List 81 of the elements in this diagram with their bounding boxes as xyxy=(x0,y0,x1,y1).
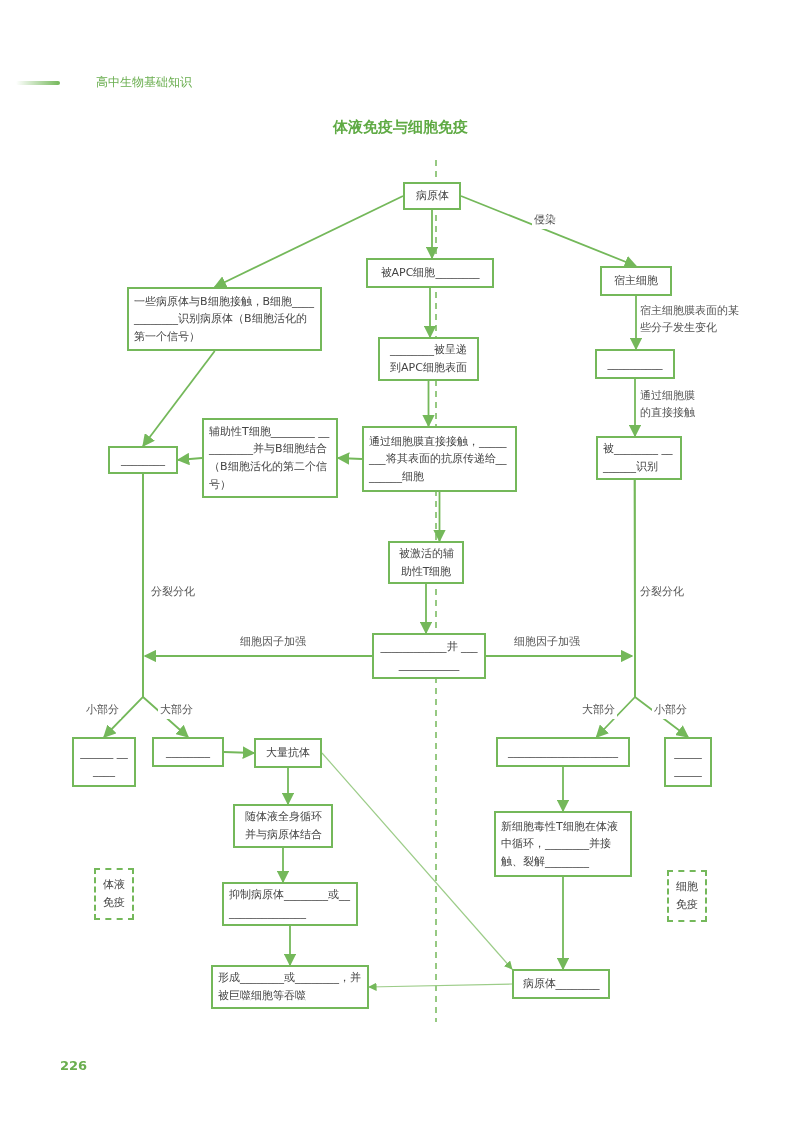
process-label: 分裂分化 xyxy=(151,584,195,599)
node-text: 被________ ________识别 xyxy=(603,441,674,475)
arrow xyxy=(460,195,638,268)
arrow xyxy=(422,380,435,428)
node-text: ______ ______ xyxy=(79,745,129,779)
process-label: 分裂分化 xyxy=(640,584,684,599)
arrow xyxy=(368,982,513,992)
node-text: 病原体________ xyxy=(522,976,600,993)
node-text: ________被呈递到APC细胞表面 xyxy=(389,342,468,376)
process-box xyxy=(233,804,333,848)
node-text: 抑制病原体________或________________ xyxy=(229,887,351,921)
diagram-title: 体液免疫与细胞免疫 xyxy=(331,118,469,137)
section-tag xyxy=(94,868,134,920)
process-box xyxy=(600,266,672,296)
arrow xyxy=(143,649,373,663)
page-number: 226 xyxy=(60,1058,88,1073)
process-box xyxy=(496,737,630,767)
arrow xyxy=(142,473,189,738)
process-box xyxy=(664,737,712,787)
process-box xyxy=(222,882,358,926)
process-box xyxy=(378,337,479,381)
node-text: ________ xyxy=(166,744,210,761)
section-tag xyxy=(667,870,707,922)
node-text: _____ _____ xyxy=(673,745,703,779)
arrow xyxy=(628,378,642,438)
node-text: 形成________或________，并被巨噬细胞等吞噬 xyxy=(218,970,362,1004)
process-box xyxy=(403,182,461,210)
header-text: 高中生物基础知识 xyxy=(96,74,192,91)
arrow xyxy=(556,876,570,971)
process-box xyxy=(494,811,632,877)
node-text: 辅助性T细胞________ __________并与B细胞结合（B细胞活化的第二个信号） xyxy=(209,423,331,493)
arrow xyxy=(419,582,433,635)
process-box xyxy=(202,418,338,498)
node-text: 病原体 xyxy=(415,188,449,205)
arrow xyxy=(283,925,297,967)
process-box xyxy=(595,349,675,379)
arrow xyxy=(142,350,216,447)
node-text: __________ xyxy=(607,356,663,373)
node-text: 一些病原体与B细胞接触，B细胞____________识别病原体（B细胞活化的第一个信号） xyxy=(134,293,315,345)
node-text: 大量抗体 xyxy=(266,745,310,762)
process-box xyxy=(72,737,136,787)
node-text: ________ xyxy=(121,452,165,469)
node-text: 通过细胞膜直接接触，________将其表面的抗原传递给________细胞 xyxy=(369,433,508,485)
arrow xyxy=(485,649,634,663)
node-text: 宿主细胞 xyxy=(614,273,658,290)
process-box xyxy=(254,738,322,768)
arrow xyxy=(423,287,437,339)
arrow xyxy=(633,479,689,738)
node-text: 细胞免疫 xyxy=(675,879,699,913)
process-box xyxy=(362,426,517,492)
arrow xyxy=(321,752,513,970)
arrow xyxy=(425,209,439,260)
node-text: 被激活的辅助性T细胞 xyxy=(397,546,455,580)
process-box xyxy=(512,969,610,999)
process-box xyxy=(596,436,682,480)
arrow xyxy=(433,491,446,543)
process-box xyxy=(366,258,494,288)
edge-label: 宿主细胞膜表面的某些分子发生变化 xyxy=(638,303,742,336)
process-box xyxy=(108,446,178,474)
arrow xyxy=(213,195,404,288)
node-text: 随体液全身循环并与病原体结合 xyxy=(243,809,323,843)
edge-label: 大部分 xyxy=(158,702,195,719)
process-box xyxy=(127,287,322,351)
arrow xyxy=(223,746,256,759)
edge-label: 小部分 xyxy=(84,702,121,719)
node-text: ____________________ xyxy=(508,744,618,761)
process-box xyxy=(211,965,369,1009)
edge-label: 侵染 xyxy=(532,212,558,229)
process-box xyxy=(152,737,224,767)
edge-label: 小部分 xyxy=(652,702,689,719)
arrow xyxy=(556,766,570,813)
node-text: ____________井 ______________ xyxy=(379,639,479,673)
node-text: 被APC细胞________ xyxy=(380,265,480,282)
node-text: 体液免疫 xyxy=(102,877,126,911)
edge-label: 大部分 xyxy=(580,702,617,719)
node-text: 新细胞毒性T细胞在体液中循环，________并接触、裂解________ xyxy=(501,818,619,870)
process-box xyxy=(372,633,486,679)
arrow xyxy=(629,295,643,351)
arrow xyxy=(276,847,290,884)
arrow xyxy=(281,767,295,806)
process-box xyxy=(388,541,464,585)
